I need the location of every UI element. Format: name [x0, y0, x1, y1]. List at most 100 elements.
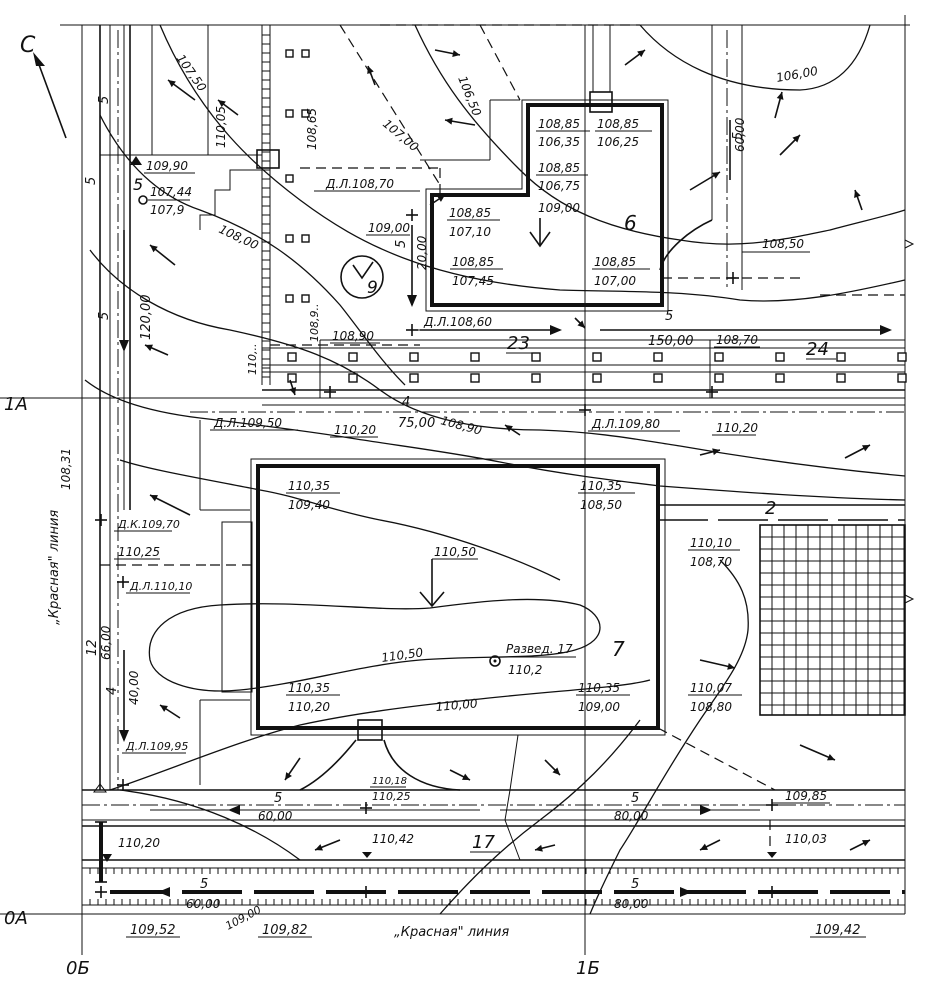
gate-box: [256, 149, 280, 169]
triangle-icon: [102, 854, 112, 862]
marker-5: 5: [133, 175, 143, 194]
dim-label: 5: [84, 177, 99, 185]
spot-marks: 109,90 5 107,44 107,9 110,05 108,65 Д.Л.…: [59, 106, 866, 938]
square-marker: [285, 294, 294, 303]
square-marker: [301, 234, 310, 243]
spot-mark: Д.Л.109,50: [213, 416, 282, 430]
spot-mark: 108,9..: [308, 304, 321, 342]
elev-arrow: [419, 591, 445, 608]
dim-label: 80,00: [614, 809, 649, 823]
arrowhead: [637, 50, 645, 58]
building-7-annex: [221, 521, 253, 693]
square-marker: [470, 373, 480, 383]
upper-strip: [190, 339, 907, 413]
elev-arrow: [529, 231, 551, 248]
red-line-label: „Красная" линия: [47, 510, 62, 625]
spot-mark: Д.Л.109,80: [591, 417, 660, 431]
arrowhead: [700, 805, 712, 815]
arrowhead: [145, 344, 153, 352]
building-7: [221, 458, 905, 861]
arrowhead: [407, 295, 417, 307]
arrowhead: [505, 425, 513, 432]
axis-label-0b: 0Б: [66, 958, 90, 979]
ramp-ticks: [262, 34, 270, 378]
building-7-number: 7: [612, 637, 625, 661]
arrowhead: [862, 445, 870, 452]
bldg6-elevations: 108,85 106,35 108,85 106,25 108,85 106,7…: [447, 117, 652, 288]
contour-line: [439, 719, 641, 915]
dim-label: 150,00: [648, 334, 694, 349]
square-marker: [409, 373, 419, 383]
boundary: [339, 24, 441, 186]
arrowhead: [150, 495, 158, 502]
dim-label: 12: [85, 639, 100, 656]
entrance-curve: [383, 739, 461, 791]
arrowhead: [445, 117, 453, 125]
arrowhead: [367, 66, 374, 74]
building-7-entrance: [357, 719, 383, 741]
square-marker: [714, 352, 724, 362]
contour-line: [589, 559, 749, 915]
axis-label-1a: 1А: [4, 394, 28, 415]
north-arrow-line: [37, 61, 67, 139]
dim-label: 5: [631, 791, 639, 806]
triangle-icon: [767, 852, 777, 858]
elev-top: 110,35: [288, 479, 330, 493]
long-boundaries: [100, 24, 905, 566]
contour-line: [84, 379, 906, 501]
contour-line: [109, 679, 651, 791]
arrowhead: [854, 190, 861, 198]
elev-bottom: 109,40: [288, 498, 330, 512]
arrowhead: [285, 772, 292, 780]
borehole-name: Развед. 17: [506, 642, 573, 656]
arrowhead: [550, 325, 562, 335]
spot-mark: 110,20: [118, 836, 160, 850]
cross-marks: [95, 209, 778, 898]
ramp-block: [100, 25, 441, 385]
dim-label: 60,00: [733, 117, 747, 152]
square-marker: [836, 352, 846, 362]
axis-lines: [0, 15, 915, 955]
arrowhead: [727, 663, 735, 670]
square-marker: [714, 373, 724, 383]
contour-label: 106,50: [455, 74, 484, 119]
dim-label: 5: [631, 877, 639, 892]
elev-bottom: 106,75: [538, 179, 580, 193]
borehole-icon: [138, 195, 148, 205]
spot-mark: 108,70: [716, 333, 758, 347]
arrowhead: [862, 840, 870, 847]
square-marker: [592, 352, 602, 362]
dim-label: 5: [97, 312, 112, 320]
contours: [84, 24, 906, 915]
entrance-curve: [299, 739, 357, 791]
spot-mark: 110,20: [334, 423, 376, 437]
spot-mark: 110,07: [690, 681, 732, 695]
elev-bottom: 106,25: [597, 135, 639, 149]
arrowhead: [437, 195, 445, 202]
building-2-number: 2: [765, 498, 776, 519]
dim-label: 5: [200, 877, 208, 892]
arrowhead: [160, 705, 168, 712]
spot-mark: 108,80: [690, 700, 732, 714]
dim-label: 5: [665, 309, 673, 324]
spot-mark: 109,82: [262, 923, 308, 938]
spot-mark: 109,00: [223, 903, 263, 933]
arrowhead: [577, 320, 585, 328]
break-mark: [904, 239, 915, 249]
building-17-number: 17: [472, 832, 495, 853]
hatch-lines: [760, 525, 905, 715]
stair-outline: [199, 169, 262, 230]
elev-top: 110,35: [288, 681, 330, 695]
boundary: [657, 727, 776, 791]
arrowhead: [158, 887, 170, 897]
spot-mark: 108,65: [305, 108, 319, 150]
arrowhead: [552, 767, 560, 775]
contour-line: [89, 249, 906, 477]
square-marker: [287, 352, 297, 362]
building-6-number: 6: [624, 211, 637, 235]
dim-label: 5: [274, 791, 282, 806]
arrowhead: [880, 325, 892, 335]
contour-line: [414, 24, 906, 245]
spot-mark: 108,50: [762, 237, 804, 251]
elev-top: 108,85: [538, 161, 580, 175]
